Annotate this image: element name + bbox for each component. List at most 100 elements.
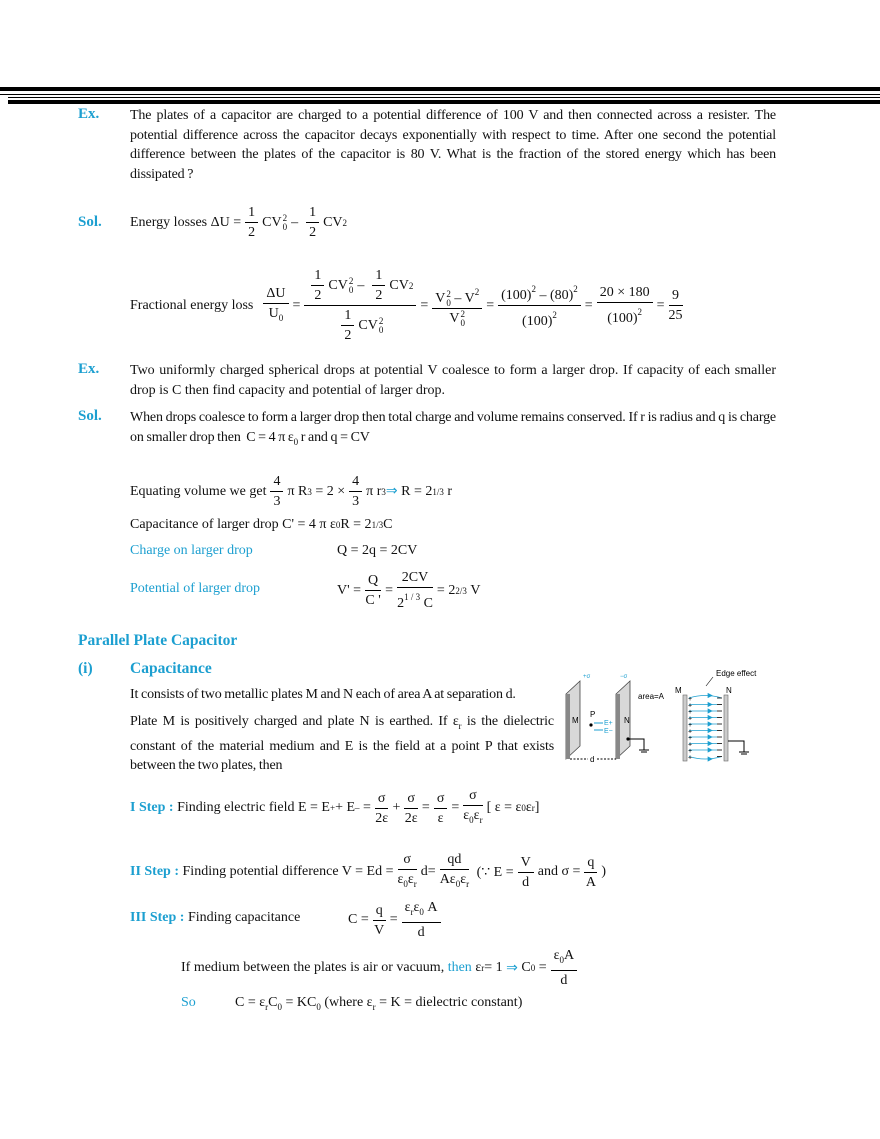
text: q (372, 901, 386, 921)
example-label: Ex. (78, 361, 100, 377)
plate-m-label-2: M (675, 686, 682, 695)
point-p (589, 723, 593, 727)
text: = 2 × (315, 483, 346, 499)
text: 0 (521, 803, 526, 813)
text: – (357, 277, 365, 293)
text: and σ = (537, 864, 581, 879)
text: is the dielectric constant of the materi… (130, 714, 554, 773)
step-3: III Step : Finding capacitance (130, 910, 300, 926)
text: 4 (270, 472, 284, 492)
text: r (413, 879, 417, 889)
text: 1 (311, 266, 325, 286)
text: III Step : (130, 910, 185, 925)
field-arrow (707, 747, 713, 753)
example-1-text: The plates of a capacitor are charged to… (130, 108, 776, 183)
subsection-title: Capacitance (130, 660, 212, 677)
text: R = 2 (401, 483, 433, 499)
text: 2 (552, 310, 557, 320)
subsection-number: (i) (78, 660, 93, 677)
text: = 2 (436, 582, 456, 598)
charges: ++++++++++ (688, 696, 722, 762)
text: ε (404, 900, 411, 915)
text: Finding electric field (177, 800, 295, 815)
text: 9 (668, 286, 683, 306)
text: 0 (277, 1002, 282, 1012)
text: 3 (352, 494, 360, 509)
field-arrow (707, 734, 713, 740)
text: 2 (282, 212, 288, 223)
text: 0 (316, 1002, 321, 1012)
text: d= (420, 864, 436, 879)
text: 2 (474, 287, 480, 297)
text: Finding potential difference V = Ed = (182, 864, 394, 879)
separation-label: d (590, 755, 594, 764)
step-1: I Step : Finding electric field E = E+ +… (130, 786, 539, 830)
text: 2 (637, 307, 643, 317)
text: C (268, 995, 278, 1010)
header-rule-thin (0, 94, 880, 95)
plates-charge-description: Plate M is positively charged and plate … (130, 712, 554, 776)
text: 2 (342, 217, 348, 228)
positive-charge: + (688, 722, 692, 729)
text: 4 (349, 472, 363, 492)
header-rule-bottom (8, 100, 880, 104)
text: σ (397, 850, 417, 870)
implies-arrow: ⇒ (385, 484, 398, 499)
text: 3 (381, 486, 386, 497)
text: r (410, 907, 414, 917)
text: E = E (297, 800, 330, 815)
text: (∵ E = (476, 864, 514, 880)
text: A (423, 900, 438, 915)
text: ε (475, 960, 482, 975)
text: I Step : (130, 800, 174, 815)
text: qd (439, 850, 470, 870)
text: 2 (573, 284, 578, 294)
text: 0 (335, 520, 341, 530)
text: π r (366, 483, 382, 499)
example-label: Ex. (78, 106, 100, 122)
text: = (421, 800, 430, 815)
positive-charge: + (688, 735, 692, 742)
text: – (355, 803, 360, 813)
text: r (479, 815, 483, 825)
text: = (363, 800, 371, 815)
positive-charge: + (688, 748, 692, 755)
text: 3 (273, 494, 281, 509)
text: σ (463, 786, 483, 806)
earth-wire (628, 738, 645, 750)
text: ε (460, 872, 467, 887)
dielectric-relation: C = εrC0 = KC0 (where εr = K = dielectri… (235, 995, 522, 1012)
text: 2 (408, 280, 414, 291)
text: U (268, 305, 279, 321)
field-arrow (707, 756, 713, 762)
text: 0 (460, 317, 466, 328)
text: [ ε = ε (486, 800, 522, 815)
minus-sigma-label: −σ (620, 674, 628, 680)
plate-n-label: N (624, 716, 630, 725)
text: 0 (446, 297, 451, 308)
potential-label: Potential of larger drop (130, 581, 260, 596)
edge-effect-pointer (705, 676, 714, 687)
text: + E (335, 800, 356, 815)
text: r (265, 1002, 269, 1012)
text: 0 (348, 284, 354, 295)
text: 0 (530, 963, 536, 973)
text: CV (389, 277, 409, 293)
field-arrow (707, 740, 713, 747)
text: 0 (403, 879, 408, 889)
positive-charge: + (688, 755, 692, 762)
edge-effect-label: Edge effect (716, 669, 757, 678)
text: d (417, 925, 425, 940)
